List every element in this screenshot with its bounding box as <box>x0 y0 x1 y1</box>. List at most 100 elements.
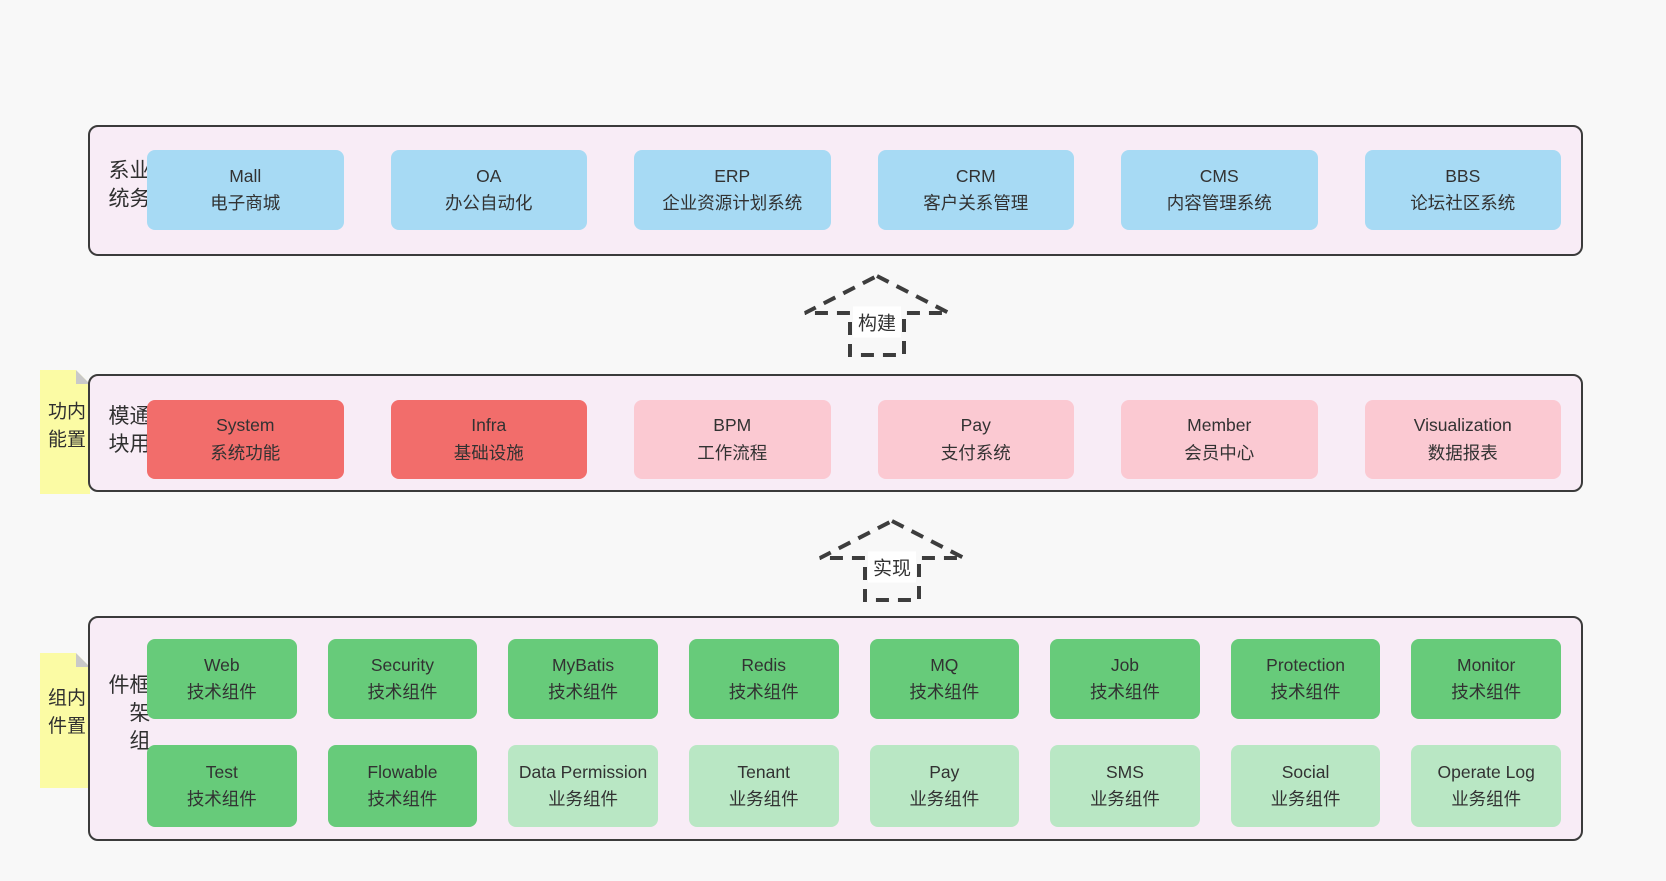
box-subtitle: 技术组件 <box>186 789 257 809</box>
box-title: Member <box>1187 415 1252 436</box>
box-pay-business: Pay 业务组件 <box>869 745 1020 827</box>
box-subtitle: 电子商城 <box>210 193 281 213</box>
box-subtitle: 技术组件 <box>728 682 799 702</box>
business-systems-row: Mall 电子商城 OA 办公自动化 ERP 企业资源计划系统 CRM 客户关系… <box>147 150 1561 230</box>
box-title: Tenant <box>737 761 790 782</box>
sticky-note-builtin-components: 内置组件 <box>40 653 90 788</box>
box-subtitle: 业务组件 <box>1089 789 1160 809</box>
box-subtitle: 业务组件 <box>1451 789 1522 809</box>
box-mybatis: MyBatis 技术组件 <box>508 639 658 719</box>
panel-label: 通用模块 <box>106 404 150 461</box>
sticky-label: 内置功能 <box>45 401 85 457</box>
box-title: ERP <box>714 165 751 186</box>
box-web: Web 技术组件 <box>147 639 297 719</box>
box-bpm: BPM 工作流程 <box>634 400 831 479</box>
box-title: Protection <box>1266 654 1345 675</box>
box-title: Monitor <box>1457 654 1516 675</box>
box-subtitle: 基础设施 <box>453 442 524 463</box>
box-title: Visualization <box>1413 415 1512 436</box>
box-subtitle: 业务组件 <box>548 789 619 809</box>
box-subtitle: 论坛社区系统 <box>1410 193 1516 213</box>
arrow-implement: 实现 <box>817 518 967 602</box>
box-subtitle: 系统功能 <box>210 442 281 463</box>
box-subtitle: 客户关系管理 <box>923 193 1029 213</box>
box-title: BBS <box>1445 165 1481 186</box>
panel-label: 业务系统 <box>106 158 150 215</box>
box-subtitle: 业务组件 <box>728 789 799 809</box>
box-operate-log: Operate Log 业务组件 <box>1411 745 1561 827</box>
box-flowable: Flowable 技术组件 <box>327 745 478 827</box>
arrow-label: 实现 <box>867 551 917 583</box>
framework-components-row-1: Web 技术组件 Security 技术组件 MyBatis 技术组件 Redi… <box>147 639 1561 719</box>
box-subtitle: 业务组件 <box>1270 789 1341 809</box>
box-subtitle: 企业资源计划系统 <box>662 193 803 213</box>
sticky-note-builtin-features: 内置功能 <box>40 370 90 494</box>
panel-common-modules: 通用模块 System 系统功能 Infra 基础设施 BPM 工作流程 Pay… <box>88 374 1583 492</box>
up-arrow-outline-icon <box>819 518 965 602</box>
box-title: Pay <box>929 761 960 782</box>
box-bbs: BBS 论坛社区系统 <box>1364 150 1561 230</box>
box-subtitle: 内容管理系统 <box>1166 193 1272 213</box>
box-title: Infra <box>471 415 507 436</box>
panel-business-systems: 业务系统 Mall 电子商城 OA 办公自动化 ERP 企业资源计划系统 CRM… <box>88 125 1583 256</box>
box-security: Security 技术组件 <box>327 639 478 719</box>
box-subtitle: 技术组件 <box>367 789 438 809</box>
box-subtitle: 工作流程 <box>697 442 768 463</box>
box-title: BPM <box>713 415 752 436</box>
box-sms: SMS 业务组件 <box>1050 745 1200 827</box>
box-erp: ERP 企业资源计划系统 <box>634 150 831 230</box>
box-mall: Mall 电子商城 <box>147 150 344 230</box>
box-subtitle: 支付系统 <box>940 442 1011 463</box>
box-social: Social 业务组件 <box>1230 745 1381 827</box>
box-title: Mall <box>229 165 262 186</box>
sticky-label: 内置组件 <box>45 686 85 743</box>
box-pay: Pay 支付系统 <box>877 400 1074 479</box>
box-member: Member 会员中心 <box>1121 400 1318 479</box>
box-infra: Infra 基础设施 <box>390 400 587 479</box>
box-title: Data Permission <box>518 761 648 782</box>
box-title: CRM <box>955 165 996 186</box>
box-tenant: Tenant 业务组件 <box>688 745 839 827</box>
up-arrow-outline-icon <box>804 273 950 357</box>
box-test: Test 技术组件 <box>147 745 297 827</box>
box-mq: MQ 技术组件 <box>869 639 1020 719</box>
framework-components-row-2: Test 技术组件 Flowable 技术组件 Data Permission … <box>147 745 1561 827</box>
box-system: System 系统功能 <box>147 400 344 479</box>
box-subtitle: 技术组件 <box>186 682 257 702</box>
box-subtitle: 技术组件 <box>1451 682 1522 702</box>
box-subtitle: 技术组件 <box>548 682 619 702</box>
panel-framework-components: 框架组件 Web 技术组件 Security 技术组件 MyBatis 技术组件… <box>88 616 1583 841</box>
box-data-permission: Data Permission 业务组件 <box>508 745 658 827</box>
box-monitor: Monitor 技术组件 <box>1411 639 1561 719</box>
box-subtitle: 会员中心 <box>1184 442 1255 463</box>
box-title: Web <box>203 654 240 675</box>
common-modules-row: System 系统功能 Infra 基础设施 BPM 工作流程 Pay 支付系统… <box>147 400 1561 479</box>
box-title: Operate Log <box>1437 761 1535 782</box>
box-title: MyBatis <box>551 654 615 675</box>
box-title: System <box>216 415 275 436</box>
box-subtitle: 技术组件 <box>909 682 980 702</box>
arrow-label: 构建 <box>852 306 902 338</box>
box-title: Job <box>1110 654 1140 675</box>
box-title: SMS <box>1105 761 1144 782</box>
box-job: Job 技术组件 <box>1050 639 1200 719</box>
box-protection: Protection 技术组件 <box>1230 639 1381 719</box>
box-title: CMS <box>1199 165 1239 186</box>
box-title: Pay <box>960 415 991 436</box>
panel-label: 框架组件 <box>106 673 150 758</box>
box-title: Social <box>1281 761 1330 782</box>
box-subtitle: 数据报表 <box>1427 442 1498 463</box>
arrow-build: 构建 <box>802 273 952 357</box>
box-subtitle: 技术组件 <box>1270 682 1341 702</box>
box-title: Redis <box>741 654 787 675</box>
box-subtitle: 技术组件 <box>1089 682 1160 702</box>
box-title: MQ <box>930 654 959 675</box>
box-subtitle: 技术组件 <box>367 682 438 702</box>
box-title: OA <box>476 165 502 186</box>
box-crm: CRM 客户关系管理 <box>877 150 1074 230</box>
box-title: Security <box>370 654 435 675</box>
box-subtitle: 办公自动化 <box>445 193 533 213</box>
box-title: Flowable <box>367 761 438 782</box>
box-redis: Redis 技术组件 <box>688 639 839 719</box>
